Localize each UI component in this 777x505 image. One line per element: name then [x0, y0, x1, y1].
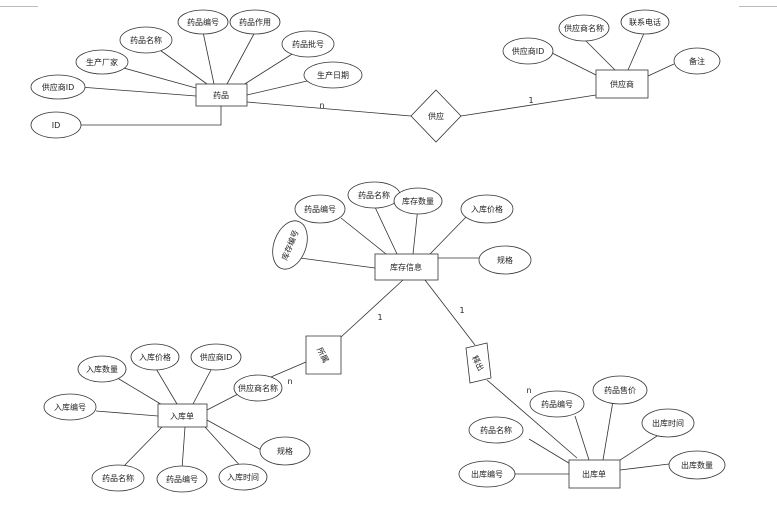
svg-text:生产日期: 生产日期	[317, 70, 349, 80]
attribute-out-price: 药品售价	[592, 375, 648, 405]
attribute-drug-code: 药品编号	[177, 9, 229, 35]
attribute-id: ID	[30, 111, 82, 139]
svg-text:药品名称: 药品名称	[102, 473, 134, 483]
svg-text:药品: 药品	[213, 90, 229, 100]
attribute-stock-qty: 库存数量	[393, 187, 443, 215]
svg-text:供应商名称: 供应商名称	[238, 383, 278, 393]
attribute-supplier-id: 供应商ID	[30, 74, 86, 100]
attribute-phone: 联系电话	[620, 9, 670, 35]
page-corner-right	[739, 0, 777, 7]
edges	[79, 30, 675, 475]
svg-text:出库单: 出库单	[582, 469, 606, 479]
attribute-in-supplier-name: 供应商名称	[233, 374, 283, 402]
attribute-remark: 备注	[673, 47, 721, 75]
svg-text:药品批号: 药品批号	[292, 39, 324, 49]
svg-text:供应商名称: 供应商名称	[564, 23, 604, 33]
attribute-out-time: 出库时间	[641, 408, 695, 438]
svg-text:库存信息: 库存信息	[390, 262, 422, 272]
svg-text:药品名称: 药品名称	[480, 425, 512, 435]
card-belong-stock: 1	[377, 313, 382, 322]
svg-text:供应商ID: 供应商ID	[42, 82, 75, 92]
svg-text:入库价格: 入库价格	[139, 352, 171, 362]
attribute-drug-use: 药品作用	[229, 9, 281, 35]
svg-text:入库单: 入库单	[170, 411, 194, 421]
svg-text:出库数量: 出库数量	[681, 460, 713, 470]
svg-text:联系电话: 联系电话	[629, 17, 661, 27]
attribute-out-code: 出库编号	[458, 460, 516, 488]
svg-text:药品编号: 药品编号	[166, 474, 198, 484]
attribute-out-drug-name: 药品名称	[468, 416, 524, 444]
entity-supplier: 供应商	[595, 69, 649, 99]
svg-text:入库数量: 入库数量	[86, 364, 118, 374]
drug-attributes: 药品名称 药品编号 药品作用 药品批号 生产厂家 生产日期 供应商ID ID	[30, 9, 363, 139]
svg-text:药品编号: 药品编号	[187, 17, 219, 27]
entity-drug: 药品	[195, 83, 248, 107]
svg-text:供应: 供应	[428, 111, 444, 121]
svg-text:规格: 规格	[277, 446, 293, 456]
attribute-drug-batch: 药品批号	[281, 30, 335, 58]
entity-instock: 入库单	[157, 403, 208, 428]
attribute-maker: 生产厂家	[75, 49, 129, 75]
instock-attributes: 入库价格 供应商ID 入库数量 供应商名称 入库编号 规格 药品名称 药品编号	[43, 343, 311, 493]
svg-text:入库编号: 入库编号	[54, 402, 86, 412]
svg-text:供应商ID: 供应商ID	[512, 46, 545, 56]
attribute-in-drug-code: 药品编号	[156, 465, 208, 493]
attribute-in-spec: 规格	[259, 436, 311, 466]
attribute-supplier-id-2: 供应商ID	[502, 37, 554, 65]
svg-text:出库时间: 出库时间	[652, 418, 684, 428]
attribute-drug-name: 药品名称	[119, 26, 173, 54]
svg-text:库存数量: 库存数量	[402, 196, 434, 206]
svg-text:供应商ID: 供应商ID	[200, 352, 233, 362]
attribute-out-drug-code: 药品编号	[529, 390, 585, 418]
svg-text:生产厂家: 生产厂家	[86, 57, 118, 67]
attribute-in-qty: 入库数量	[77, 355, 127, 383]
svg-text:药品编号: 药品编号	[541, 399, 573, 409]
card-release-stock: 1	[459, 306, 464, 315]
attribute-prod-date: 生产日期	[303, 61, 363, 89]
svg-text:药品名称: 药品名称	[358, 190, 390, 200]
card-release-outstock: n	[526, 386, 531, 395]
svg-text:入库价格: 入库价格	[471, 204, 503, 214]
svg-text:备注: 备注	[689, 56, 705, 66]
attribute-in-price: 入库价格	[130, 343, 180, 371]
attribute-in-code: 入库编号	[43, 393, 97, 421]
stock-attributes: 药品编号 药品名称 库存数量 入库价格 库存编号 规格	[272, 181, 532, 275]
entity-outstock: 出库单	[568, 459, 621, 489]
attribute-out-qty: 出库数量	[668, 450, 726, 480]
svg-text:药品编号: 药品编号	[304, 204, 336, 214]
svg-text:出库编号: 出库编号	[471, 469, 503, 479]
card-belong-instock: n	[287, 377, 292, 386]
relation-belong: 所属	[305, 335, 342, 375]
svg-text:入库时间: 入库时间	[227, 472, 259, 482]
attribute-stock-drug-code: 药品编号	[294, 194, 346, 224]
svg-text:药品售价: 药品售价	[604, 385, 636, 395]
attribute-stock-in-price: 入库价格	[460, 194, 514, 224]
attribute-stock-spec: 规格	[478, 245, 532, 275]
svg-text:规格: 规格	[497, 255, 513, 265]
card-drug-supply: n	[319, 101, 324, 110]
svg-text:ID: ID	[52, 121, 61, 130]
outstock-attributes: 药品编号 药品售价 药品名称 出库时间 出库编号 出库数量	[458, 375, 726, 488]
svg-text:药品名称: 药品名称	[130, 35, 162, 45]
page-corner-left	[0, 0, 38, 7]
attribute-in-time: 入库时间	[218, 463, 268, 491]
supplier-attributes: 供应商名称 联系电话 供应商ID 备注	[502, 9, 721, 75]
entity-stock: 库存信息	[374, 253, 439, 281]
attribute-in-supplier-id: 供应商ID	[190, 343, 242, 371]
svg-text:药品作用: 药品作用	[239, 17, 271, 27]
attribute-in-drug-name: 药品名称	[91, 464, 145, 492]
attribute-stock-code: 库存编号	[272, 220, 308, 270]
attribute-supplier-name: 供应商名称	[558, 14, 610, 42]
svg-text:供应商: 供应商	[610, 79, 634, 89]
relation-release: 释出	[465, 342, 492, 384]
card-supply-supplier: 1	[528, 96, 533, 105]
attribute-stock-drug-name: 药品名称	[347, 181, 401, 209]
relation-supply: 供应	[410, 89, 462, 143]
cardinality-labels: n 1 1 n 1 n	[287, 96, 533, 395]
